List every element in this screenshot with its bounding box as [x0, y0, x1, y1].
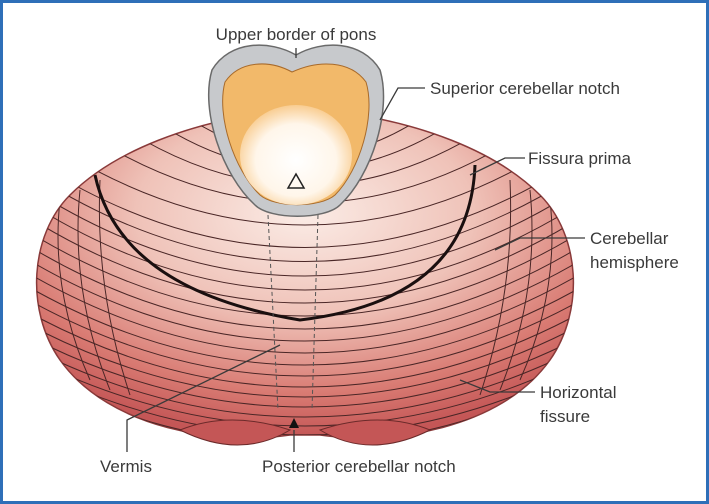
label-upper-border-of-pons: Upper border of pons	[216, 25, 377, 44]
label-vermis: Vermis	[100, 457, 152, 476]
label-posterior-cerebellar-notch: Posterior cerebellar notch	[262, 457, 456, 476]
label-horizontal-fissure-1: Horizontal	[540, 383, 617, 402]
label-horizontal-fissure-2: fissure	[540, 407, 590, 426]
label-cerebellar-hemisphere-1: Cerebellar	[590, 229, 669, 248]
label-cerebellar-hemisphere-2: hemisphere	[590, 253, 679, 272]
label-superior-cerebellar-notch: Superior cerebellar notch	[430, 79, 620, 98]
label-fissura-prima: Fissura prima	[528, 149, 632, 168]
